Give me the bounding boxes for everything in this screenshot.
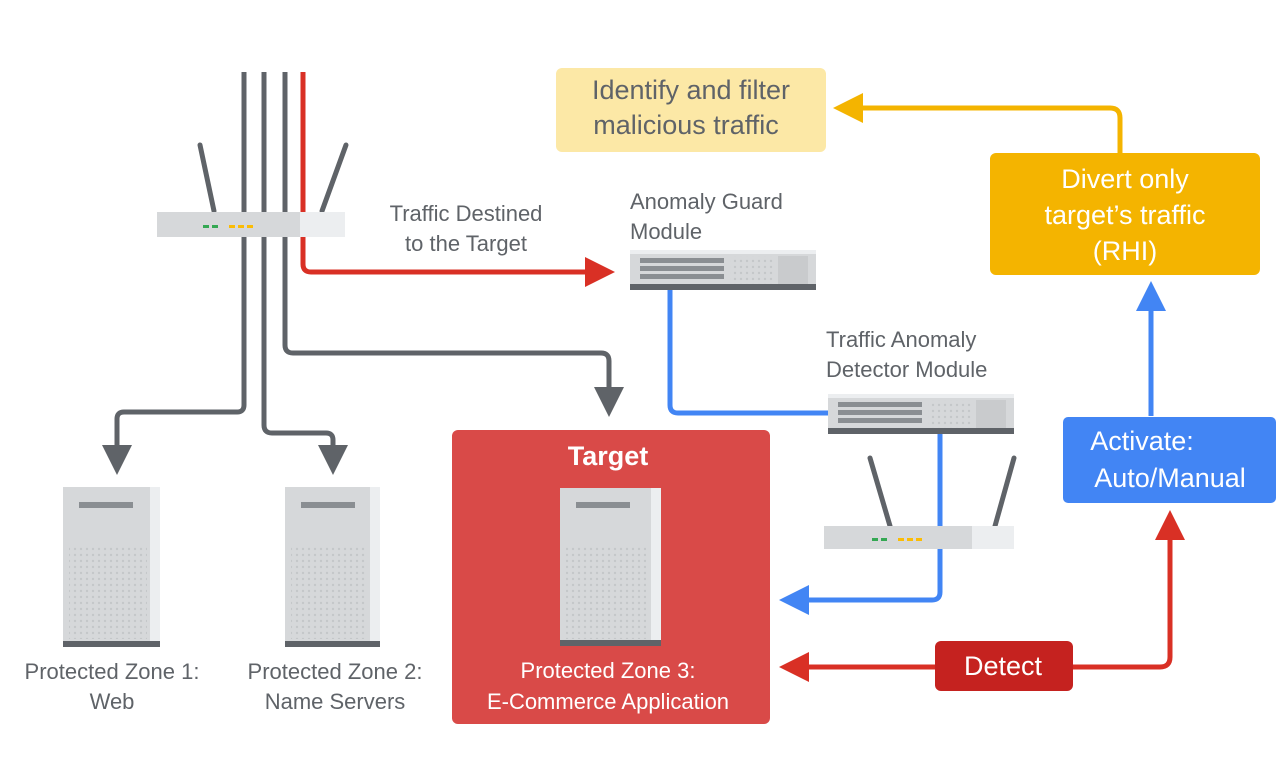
anomaly-detector-device-icon: [828, 394, 1014, 434]
guard-to-detector-line: [667, 290, 828, 416]
detector-line1: Traffic Anomaly: [826, 327, 976, 352]
line-to-target: [282, 72, 624, 417]
detector-to-target-line: [779, 432, 943, 615]
zone3-line1: Protected Zone 3:: [521, 658, 696, 683]
server-zone3-icon: [560, 488, 661, 646]
guard-line2: Module: [630, 219, 702, 244]
line-to-zone2: [261, 72, 348, 475]
divert-line3: (RHI): [1093, 236, 1157, 266]
activate-line1: Activate:: [1090, 426, 1194, 456]
divert-to-filter-arrow: [833, 93, 1123, 153]
anomaly-guard-device-icon: [630, 250, 816, 290]
divert-box: Divert only target’s traffic (RHI): [990, 153, 1260, 275]
guard-line1: Anomaly Guard: [630, 189, 783, 214]
divert-line2: target’s traffic: [1044, 200, 1205, 230]
router-2-icon: [824, 455, 1017, 549]
detect-box: Detect: [935, 641, 1073, 691]
identify-line2: malicious traffic: [593, 110, 779, 140]
zone2-line2: Name Servers: [265, 689, 406, 714]
identify-filter-box: Identify and filter malicious traffic: [556, 68, 826, 152]
target-title: Target: [568, 441, 649, 471]
detect-to-activate-arrow: [1072, 510, 1185, 670]
divert-line1: Divert only: [1061, 164, 1189, 194]
traffic-destined-line1: Traffic Destined: [390, 201, 543, 226]
line-destined-to-target: [300, 72, 615, 287]
zone1-line1: Protected Zone 1:: [25, 659, 200, 684]
detector-line2: Detector Module: [826, 357, 987, 382]
detect-label: Detect: [964, 651, 1043, 681]
server-zone1-icon: [63, 487, 160, 647]
incoming-traffic-lines: [102, 72, 624, 475]
zone3-line2: E-Commerce Application: [487, 689, 729, 714]
line-to-zone1: [102, 72, 247, 475]
zone2-line1: Protected Zone 2:: [248, 659, 423, 684]
router-icon: [157, 142, 349, 237]
traffic-destined-line2: to the Target: [405, 231, 527, 256]
zone1-line2: Web: [90, 689, 135, 714]
server-zone2-icon: [285, 487, 380, 647]
activate-line2: Auto/Manual: [1094, 463, 1246, 493]
activate-box: Activate: Auto/Manual: [1063, 417, 1276, 503]
identify-line1: Identify and filter: [592, 75, 790, 105]
